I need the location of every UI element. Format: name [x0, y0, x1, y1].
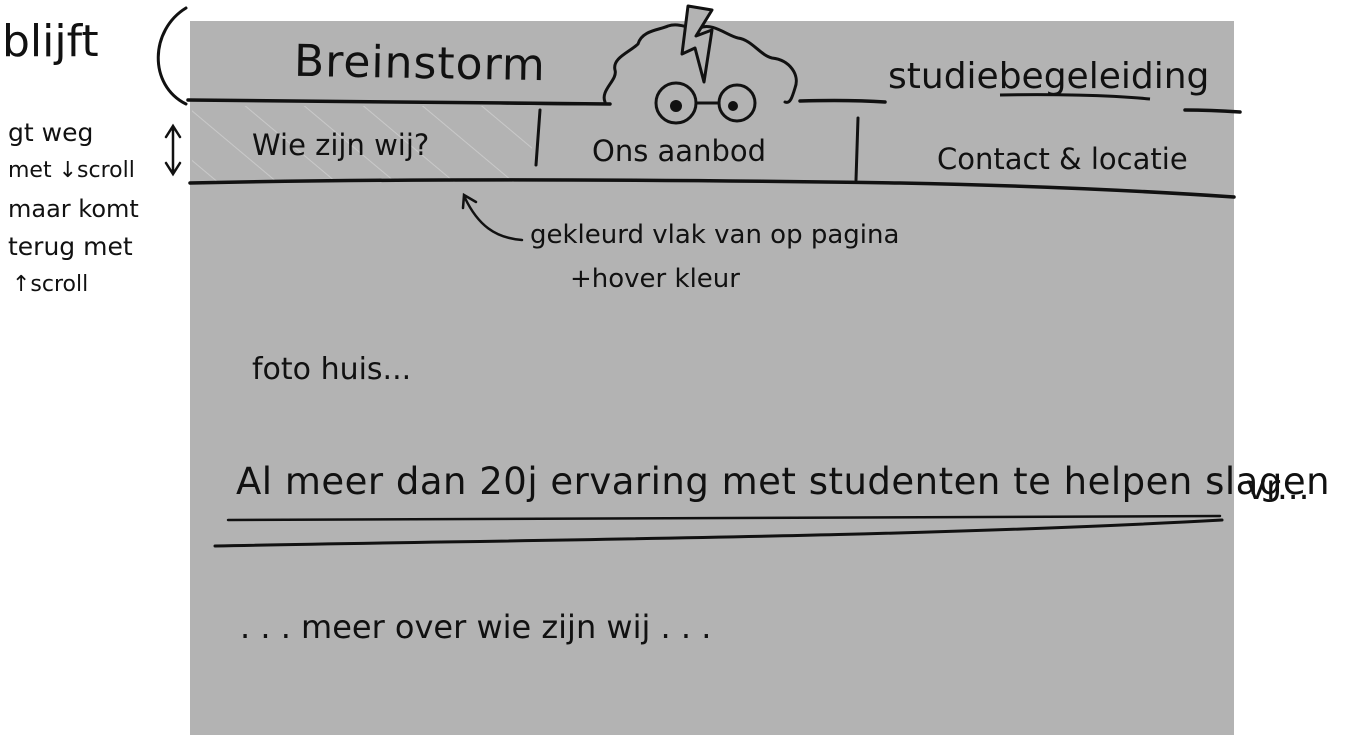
double-arrow-icon: [164, 123, 182, 177]
sticky-note-line: maar komt: [8, 195, 139, 223]
sticky-bracket: [156, 6, 188, 106]
brand-name[interactable]: Breinstorm: [293, 35, 547, 92]
sticky-note-line: met ↓scroll: [8, 158, 135, 183]
nav-note-hover: +hover kleur: [570, 264, 740, 294]
brand-tagline: studiebegeleiding: [888, 56, 1210, 97]
sticky-note-title: blijft: [2, 16, 99, 67]
sticky-note-line: ↑scroll: [12, 272, 89, 297]
sticky-note-line: gt weg: [8, 118, 94, 147]
sticky-note-line: terug met: [8, 232, 133, 261]
nav-item-about[interactable]: Wie zijn wij?: [252, 128, 430, 162]
nav-item-contact[interactable]: Contact & locatie: [937, 142, 1188, 176]
photo-placeholder: foto huis...: [252, 352, 412, 387]
more-about-link[interactable]: . . . meer over wie zijn wij . . .: [240, 608, 712, 646]
hero-headline-trail: vr...: [1246, 468, 1310, 508]
hero-headline: Al meer dan 20j ervaring met studenten t…: [236, 460, 1331, 503]
nav-item-offer[interactable]: Ons aanbod: [592, 134, 767, 168]
nav-note: gekleurd vlak van op pagina: [530, 220, 900, 250]
